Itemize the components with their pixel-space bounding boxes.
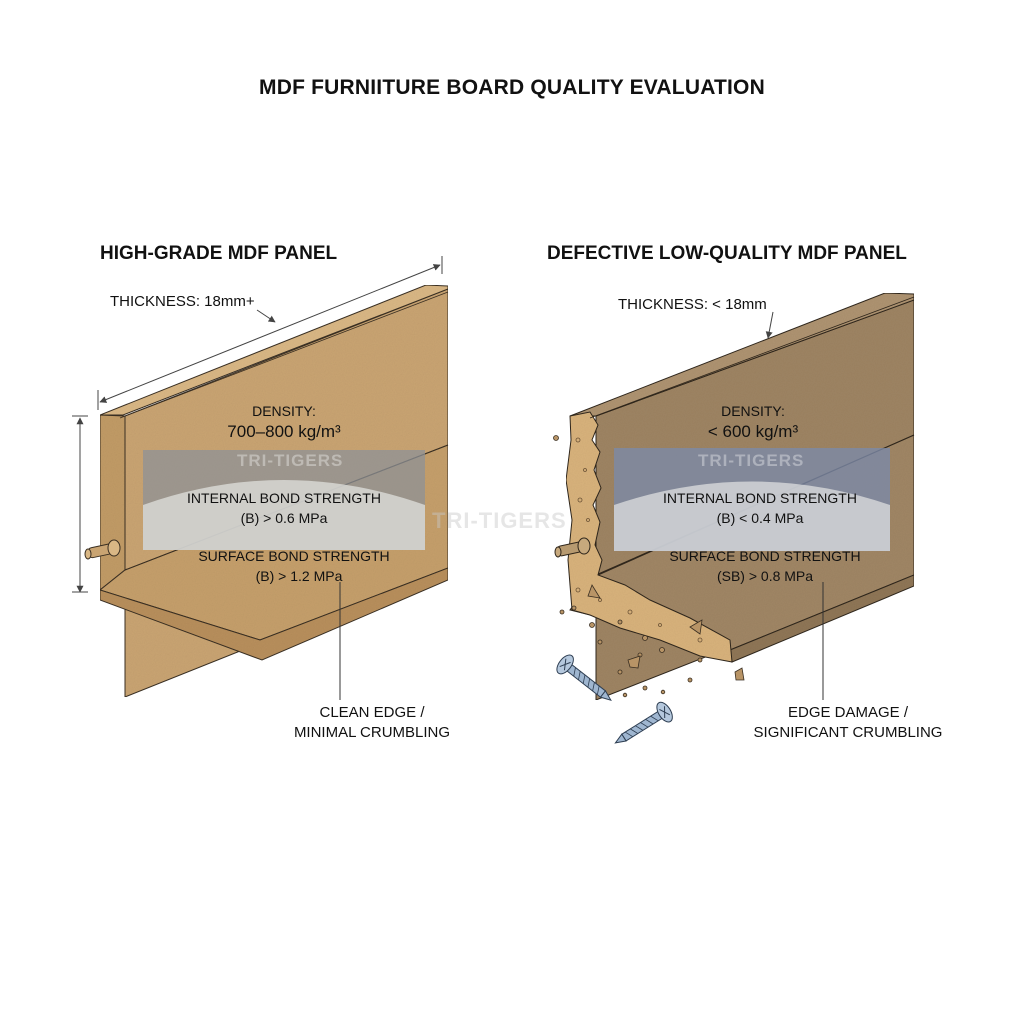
screw-icon bbox=[614, 701, 673, 744]
defective-internal-bond-value: (B) < 0.4 MPa bbox=[716, 510, 804, 526]
watermark: TRI-TIGERS bbox=[698, 451, 805, 470]
debris-particles bbox=[553, 435, 745, 698]
defective-heading: DEFECTIVE LOW-QUALITY MDF PANEL bbox=[547, 243, 907, 264]
dowel-icon bbox=[84, 539, 121, 560]
defective-caption-line1: EDGE DAMAGE / bbox=[787, 704, 909, 721]
high-grade-caption-line1: CLEAN EDGE / bbox=[319, 704, 425, 721]
defective-panel-drawing bbox=[553, 292, 915, 744]
high-grade-density-value: 700–800 kg/m³ bbox=[227, 422, 341, 441]
high-grade-internal-bond-label: INTERNAL BOND STRENGTH bbox=[187, 490, 381, 506]
screw-icon bbox=[556, 654, 612, 701]
high-grade-density-label: DENSITY: bbox=[252, 403, 316, 419]
high-grade-thickness-label: THICKNESS: 18mm+ bbox=[110, 293, 255, 310]
defective-density-value: < 600 kg/m³ bbox=[707, 422, 799, 441]
high-grade-internal-bond-value: (B) > 0.6 MPa bbox=[240, 510, 328, 526]
high-grade-heading: HIGH-GRADE MDF PANEL bbox=[100, 243, 338, 264]
high-grade-surface-bond-value: (B) > 1.2 MPa bbox=[255, 568, 343, 584]
high-grade-panel-drawing bbox=[72, 256, 449, 700]
defective-internal-bond-label: INTERNAL BOND STRENGTH bbox=[663, 490, 857, 506]
defective-caption-line2: SIGNIFICANT CRUMBLING bbox=[753, 724, 943, 741]
center-watermark: TRI-TIGERS bbox=[432, 508, 567, 533]
page-title: MDF FURNIITURE BOARD QUALITY EVALUATION bbox=[259, 76, 765, 99]
defective-density-label: DENSITY: bbox=[721, 403, 785, 419]
defective-surface-bond-value: (SB) > 0.8 MPa bbox=[716, 568, 814, 584]
defective-surface-bond-label: SURFACE BOND STRENGTH bbox=[669, 548, 861, 564]
dowel-icon bbox=[554, 537, 591, 558]
defective-thickness-label: THICKNESS: < 18mm bbox=[618, 296, 767, 313]
high-grade-surface-bond-label: SURFACE BOND STRENGTH bbox=[198, 548, 390, 564]
high-grade-caption-line2: MINIMAL CRUMBLING bbox=[293, 724, 451, 741]
watermark: TRI-TIGERS bbox=[237, 451, 344, 470]
